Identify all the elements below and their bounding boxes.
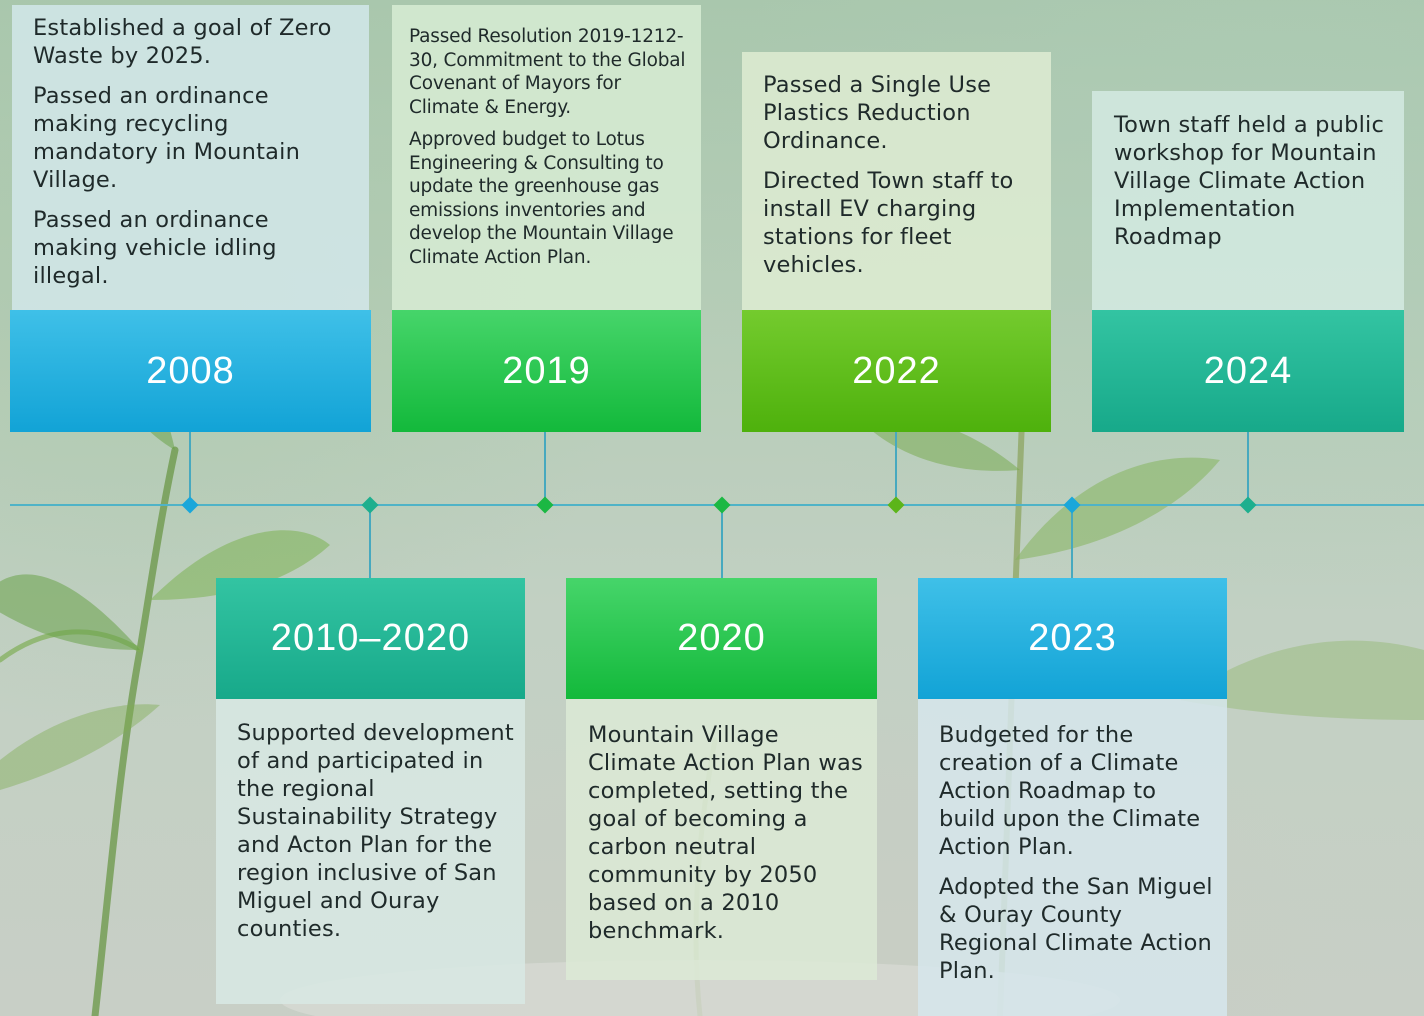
event-2019-text-2: Approved budget to Lotus Engineering & C… bbox=[409, 129, 674, 268]
event-2020-year: 2020 bbox=[566, 578, 877, 699]
event-2023-text-1: Budgeted for the creation of a Climate A… bbox=[939, 722, 1201, 860]
connector-2019 bbox=[544, 432, 546, 504]
event-2010-2020-year: 2010–2020 bbox=[216, 578, 525, 699]
connector-2008 bbox=[189, 432, 191, 504]
event-2022-year: 2022 bbox=[742, 310, 1051, 432]
event-2024-year: 2024 bbox=[1092, 310, 1404, 432]
event-2024-text-1: Town staff held a public workshop for Mo… bbox=[1114, 112, 1385, 250]
connector-2020 bbox=[721, 505, 723, 578]
event-2008-text-3: Passed an ordinance making vehicle idlin… bbox=[33, 207, 277, 289]
connector-2024 bbox=[1247, 432, 1249, 504]
connector-2010-2020 bbox=[369, 505, 371, 578]
connector-2022 bbox=[895, 432, 897, 504]
event-2022-description: Passed a Single Use Plastics Reduction O… bbox=[742, 52, 1051, 310]
event-2008-description: Established a goal of Zero Waste by 2025… bbox=[12, 5, 369, 310]
event-2023-description: Budgeted for the creation of a Climate A… bbox=[918, 699, 1227, 1016]
connector-2023 bbox=[1071, 505, 1073, 578]
event-2023-text-2: Adopted the San Miguel & Ouray County Re… bbox=[939, 874, 1213, 984]
event-2020-text-1: Mountain Village Climate Action Plan was… bbox=[588, 722, 863, 944]
event-2010-2020-description: Supported development of and participate… bbox=[216, 699, 525, 1004]
event-2019-year: 2019 bbox=[392, 310, 701, 432]
event-2023-year: 2023 bbox=[918, 578, 1227, 699]
event-2022-text-2: Directed Town staff to install EV chargi… bbox=[763, 168, 1014, 278]
event-2022-text-1: Passed a Single Use Plastics Reduction O… bbox=[763, 72, 992, 154]
event-2024-description: Town staff held a public workshop for Mo… bbox=[1092, 91, 1404, 310]
event-2008-text-2: Passed an ordinance making recycling man… bbox=[33, 83, 301, 193]
event-2019-text-1: Passed Resolution 2019-1212-30, Commitme… bbox=[409, 26, 686, 118]
event-2010-2020-text-1: Supported development of and participate… bbox=[237, 720, 514, 942]
event-2019-description: Passed Resolution 2019-1212-30, Commitme… bbox=[392, 5, 701, 310]
event-2008-text-1: Established a goal of Zero Waste by 2025… bbox=[33, 15, 332, 69]
event-2020-description: Mountain Village Climate Action Plan was… bbox=[566, 699, 877, 980]
event-2008-year: 2008 bbox=[10, 310, 371, 432]
